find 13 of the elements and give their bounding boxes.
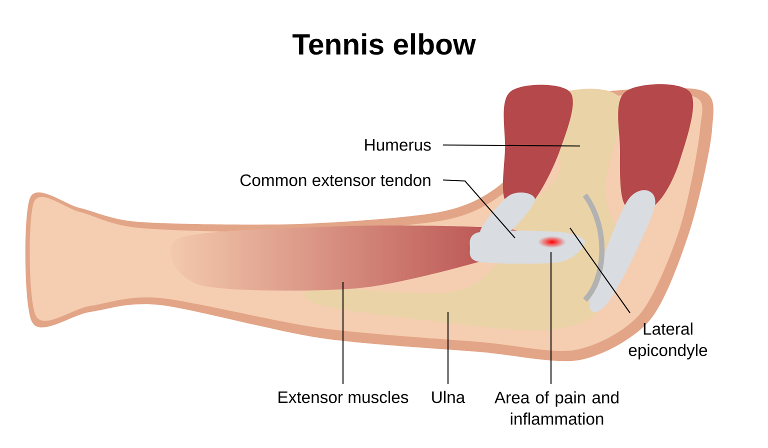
part-label: Common extensor tendon [240, 174, 430, 186]
leader-line [443, 144, 580, 147]
part-label: Humerus [365, 139, 431, 151]
leader-line [550, 252, 552, 384]
part-label: Lateral epicondyle [628, 322, 708, 360]
leader-line [570, 228, 630, 314]
leader-line [447, 312, 449, 384]
leader-line [342, 282, 344, 384]
part-label: Extensor muscles [278, 390, 408, 404]
leader-line [442, 179, 516, 238]
part-label: Area of pain and inflammation [494, 391, 618, 425]
title: Tennis elbow [292, 33, 476, 55]
part-label: Ulna [432, 390, 466, 404]
